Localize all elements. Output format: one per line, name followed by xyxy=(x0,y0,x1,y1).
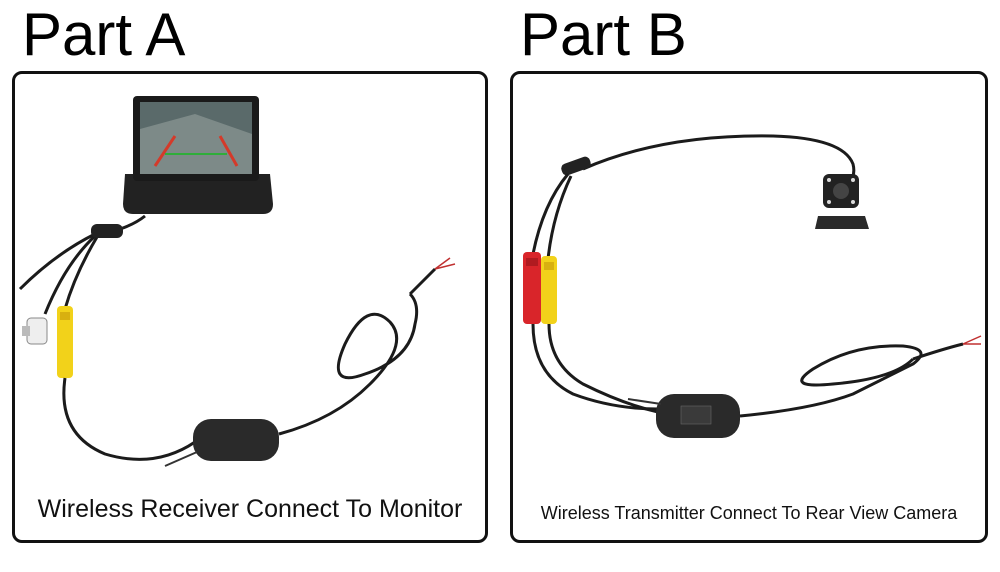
rear-camera-icon xyxy=(815,174,869,229)
part-a-title: Part A xyxy=(22,1,186,68)
part-a-illustration xyxy=(18,96,456,467)
wireless-transmitter-icon xyxy=(656,394,740,438)
monitor-icon xyxy=(123,96,273,214)
part-a-caption: Wireless Receiver Connect To Monitor xyxy=(37,495,463,523)
wireless-receiver-icon xyxy=(193,419,279,461)
part-b-illustration xyxy=(523,134,982,438)
yellow-rca-plug-icon xyxy=(541,256,557,324)
splitter-icon xyxy=(561,156,591,176)
red-rca-plug-icon xyxy=(523,252,541,324)
splitter-icon xyxy=(91,224,123,238)
part-a-panel: Wireless Receiver Connect To Monitor xyxy=(12,71,488,543)
part-b-caption: Wireless Transmitter Connect To Rear Vie… xyxy=(540,503,958,523)
part-b-title: Part B xyxy=(520,1,687,68)
yellow-rca-plug-icon xyxy=(57,306,73,378)
monitor-cable xyxy=(18,214,146,315)
part-b-panel: Wireless Transmitter Connect To Rear Vie… xyxy=(510,71,988,543)
white-rca-plug-icon xyxy=(22,317,48,345)
coiled-cable xyxy=(278,267,437,436)
coiled-cable xyxy=(739,342,964,418)
